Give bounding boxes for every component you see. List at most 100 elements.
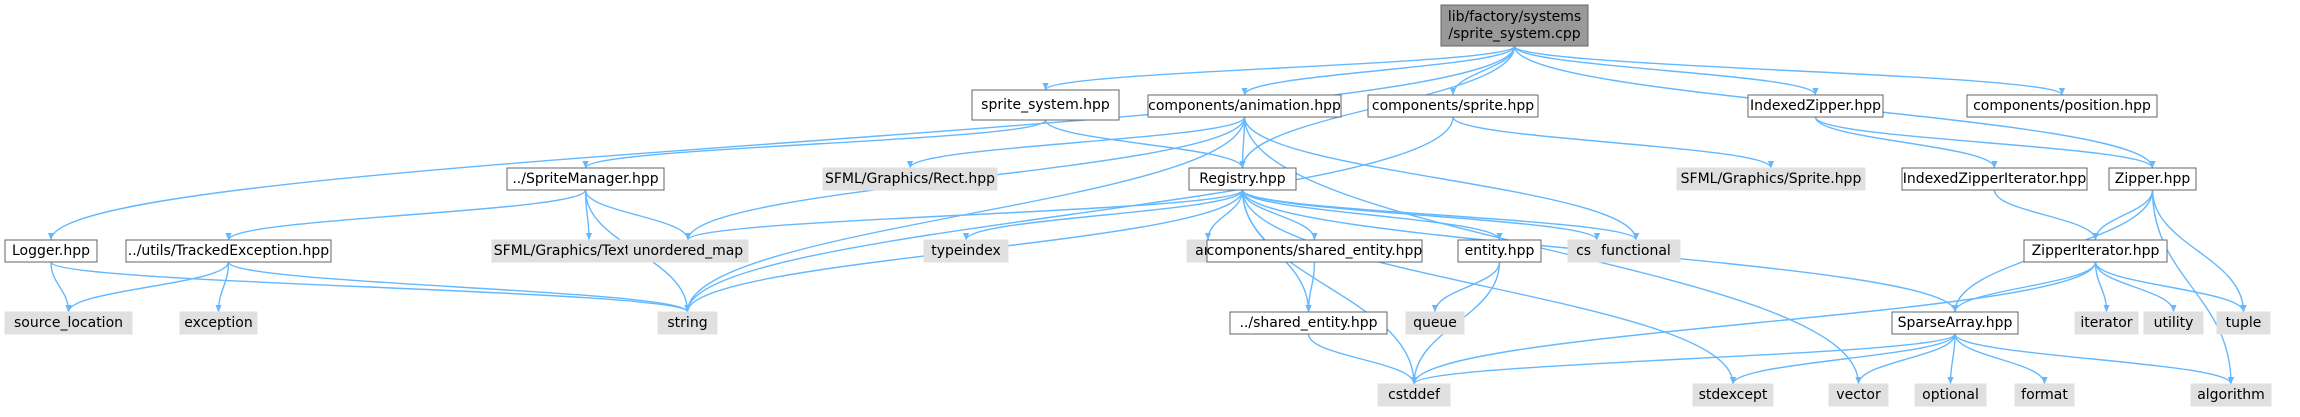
edge-zipper_iterator-to-cstddef: [1410, 261, 2097, 385]
edge-indexed_zipper-to-indexed_zipper_iter: [1814, 116, 1998, 169]
edge-comp_animation-to-vector: [1243, 116, 1862, 385]
edge-root-to-comp_animation: [1241, 45, 1516, 96]
node-box: [1901, 167, 2088, 191]
node-box: [179, 311, 258, 335]
node-label: queue: [1413, 315, 1457, 331]
node-functional: functional: [1591, 239, 1681, 263]
node-label: Registry.hpp: [1199, 171, 1286, 187]
node-box: [2143, 311, 2204, 335]
edge-registry-to-unordered_map: [684, 189, 1244, 241]
node-box: [2190, 383, 2272, 407]
edge-sprite_system_hpp-to-sprite_manager: [582, 119, 1047, 169]
node-label: vector: [1836, 387, 1881, 403]
node-box: [1747, 94, 1884, 118]
edge-root-to-comp_sprite: [1449, 45, 1516, 96]
node-logger[interactable]: Logger.hpp: [4, 239, 98, 263]
node-sparse-array[interactable]: SparseArray.hpp: [1891, 311, 2019, 335]
edge-zipper_iterator-to-sparse_array: [1951, 261, 2097, 313]
node-label: functional: [1601, 243, 1671, 259]
node-vector: vector: [1828, 383, 1889, 407]
edge-zipper-to-tuple: [2151, 189, 2247, 313]
edge-zipper_iterator-to-utility: [2094, 261, 2177, 313]
node-label: typeindex: [931, 243, 1001, 259]
node-indexed-zipper[interactable]: IndexedZipper.hpp: [1747, 94, 1884, 118]
node-box: [923, 239, 1009, 263]
edge-comp_sprite-to-string: [684, 116, 1454, 313]
node-box: [1377, 383, 1451, 407]
edge-comp_shared_entity-to-shared_entity: [1305, 261, 1316, 313]
node-box: [506, 167, 665, 191]
node-entity[interactable]: entity.hpp: [1457, 239, 1542, 263]
node-shared-entity[interactable]: ../shared_entity.hpp: [1229, 311, 1388, 335]
node-box: [1440, 4, 1589, 47]
node-unordered-map: unordered_map: [627, 239, 749, 263]
node-box: [657, 311, 718, 335]
node-tuple: tuple: [2216, 311, 2271, 335]
edge-sparse_array-to-cstddef: [1410, 333, 1956, 385]
node-registry[interactable]: Registry.hpp: [1188, 167, 1297, 191]
edge-comp_sprite-to-sfml_sprite: [1452, 116, 1775, 169]
node-comp-position[interactable]: components/position.hpp: [1966, 94, 2158, 118]
edge-registry-to-cstddef: [1241, 189, 1418, 385]
node-label: string: [667, 315, 707, 331]
edge-tracked_exception-to-source_location: [65, 261, 230, 313]
edge-registry-to-stdexcept: [1241, 189, 1737, 385]
edge-sparse_array-to-optional: [1947, 333, 1956, 385]
edge-sprite_manager-to-tracked_exception: [225, 189, 587, 241]
node-box: [1147, 94, 1342, 118]
node-label: exception: [184, 315, 252, 331]
edge-zipper-to-algorithm: [2151, 189, 2235, 385]
edge-sparse_array-to-vector: [1855, 333, 1956, 385]
node-utility: utility: [2143, 311, 2204, 335]
edge-zipper-to-zipper_iterator: [2092, 189, 2154, 241]
node-label: SparseArray.hpp: [1898, 315, 2013, 331]
edge-registry-to-functional: [1241, 189, 1640, 241]
edge-indexed_zipper-to-zipper: [1814, 116, 2156, 169]
node-comp-animation[interactable]: components/animation.hpp: [1147, 94, 1342, 118]
node-label: components/sprite.hpp: [1372, 98, 1534, 114]
edge-sprite_manager-to-unordered_map: [584, 189, 692, 241]
node-box: [1914, 383, 1987, 407]
node-zipper[interactable]: Zipper.hpp: [2108, 167, 2197, 191]
node-zipper-iterator[interactable]: ZipperIterator.hpp: [2023, 239, 2168, 263]
node-root[interactable]: lib/factory/systems/sprite_system.cpp: [1440, 4, 1589, 47]
node-label: ../utils/TrackedException.hpp: [128, 243, 330, 259]
node-box: [2108, 167, 2197, 191]
edge-entity-to-queue: [1431, 261, 1501, 313]
node-box: [971, 89, 1120, 121]
node-label: ../SpriteManager.hpp: [512, 171, 658, 187]
node-comp-sprite[interactable]: components/sprite.hpp: [1367, 94, 1539, 118]
node-queue: queue: [1405, 311, 1465, 335]
node-box: [627, 239, 749, 263]
nodes-layer: lib/factory/systems/sprite_system.cppspr…: [4, 4, 2272, 407]
node-comp-shared-entity[interactable]: components/shared_entity.hpp: [1206, 239, 1423, 263]
node-label: algorithm: [2197, 387, 2265, 403]
node-box: [1457, 239, 1542, 263]
node-sprite-system-hpp[interactable]: sprite_system.hpp: [971, 89, 1120, 121]
node-box: [1692, 383, 1774, 407]
node-label: sprite_system.hpp: [981, 97, 1110, 113]
node-label: SFML/Graphics/Sprite.hpp: [1681, 171, 1862, 187]
node-cstddef: cstddef: [1377, 383, 1451, 407]
node-sprite-manager[interactable]: ../SpriteManager.hpp: [506, 167, 665, 191]
edge-comp_animation-to-functional: [1243, 116, 1640, 241]
node-algorithm: algorithm: [2190, 383, 2272, 407]
edge-registry-to-entity: [1241, 189, 1503, 241]
node-box: [2014, 383, 2075, 407]
edge-comp_animation-to-sfml_rect: [906, 116, 1246, 169]
node-box: [1188, 167, 1297, 191]
edge-registry-to-any: [1204, 189, 1244, 241]
node-indexed-zipper-iter[interactable]: IndexedZipperIterator.hpp: [1901, 167, 2088, 191]
node-typeindex: typeindex: [923, 239, 1009, 263]
node-box: [1229, 311, 1388, 335]
node-string: string: [657, 311, 718, 335]
node-tracked-exception[interactable]: ../utils/TrackedException.hpp: [125, 239, 332, 263]
edge-tracked_exception-to-string: [227, 261, 691, 313]
edge-root-to-logger: [47, 45, 1516, 241]
node-label: components/position.hpp: [1973, 98, 2151, 114]
node-box: [1591, 239, 1681, 263]
node-box: [1676, 167, 1866, 191]
node-box: [1367, 94, 1539, 118]
node-label: entity.hpp: [1465, 243, 1535, 259]
